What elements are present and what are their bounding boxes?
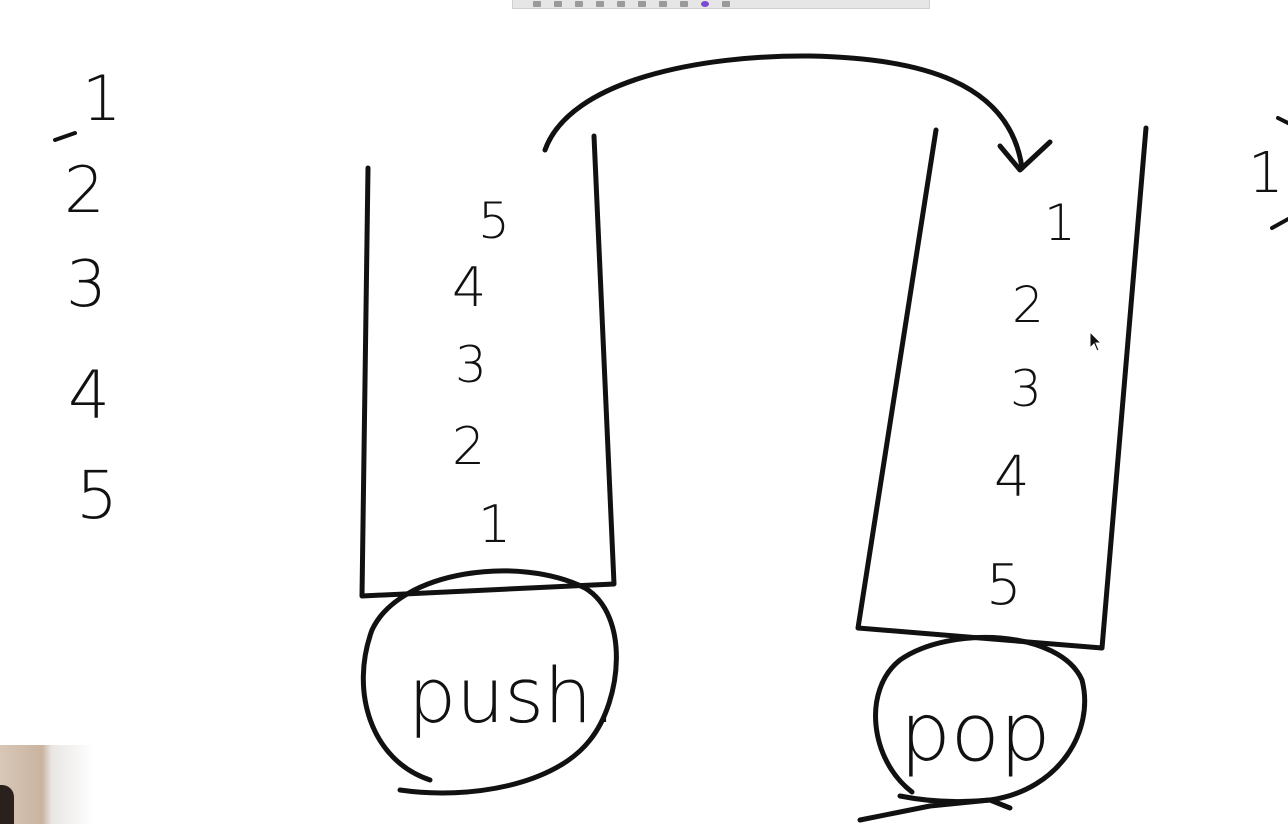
select-tool-icon[interactable] bbox=[617, 1, 625, 7]
eraser-tool-icon[interactable] bbox=[554, 1, 562, 7]
input-item-5: 5 bbox=[76, 457, 118, 534]
partial-right-digit: 1 bbox=[1248, 141, 1284, 206]
partial-right-mark: 1 bbox=[1248, 116, 1288, 230]
settings-icon[interactable] bbox=[722, 1, 730, 7]
input-item-4: 4 bbox=[68, 357, 110, 434]
push-stack-item: 3 bbox=[455, 336, 487, 394]
webcam-thumbnail[interactable] bbox=[0, 745, 94, 824]
separator-tick bbox=[53, 131, 77, 142]
pop-label: pop bbox=[900, 686, 1051, 779]
whiteboard-toolbar bbox=[512, 0, 930, 9]
push-stack-item: 4 bbox=[452, 256, 486, 319]
input-item-3: 3 bbox=[66, 248, 107, 322]
push-stack: 5 4 3 2 1 push. bbox=[359, 133, 619, 796]
text-tool-icon[interactable] bbox=[596, 1, 604, 7]
transfer-arrow bbox=[542, 53, 1053, 173]
pop-stack-item: 1 bbox=[1044, 194, 1076, 252]
pop-stack-item: 5 bbox=[986, 553, 1022, 618]
color-picker-icon[interactable] bbox=[701, 1, 709, 7]
arrowhead-icon bbox=[997, 139, 1053, 173]
push-stack-item: 1 bbox=[478, 495, 511, 555]
pop-stack: 1 2 3 4 5 pop bbox=[855, 125, 1149, 823]
presenter-silhouette bbox=[0, 785, 14, 824]
push-stack-outline bbox=[359, 133, 617, 599]
input-item-1: 1 bbox=[82, 62, 121, 135]
clear-icon[interactable] bbox=[680, 1, 688, 7]
pop-label-underline bbox=[857, 797, 1013, 823]
pen-tool-icon[interactable] bbox=[533, 1, 541, 7]
push-stack-item: 5 bbox=[478, 192, 510, 250]
partial-right-stroke bbox=[1276, 116, 1288, 126]
input-sequence: 1 2 3 4 5 bbox=[53, 62, 121, 534]
push-label: push. bbox=[408, 651, 616, 740]
transfer-arrow-curve bbox=[542, 53, 1025, 171]
pop-stack-item: 3 bbox=[1010, 360, 1042, 418]
undo-icon[interactable] bbox=[638, 1, 646, 7]
push-label-circle bbox=[360, 568, 619, 796]
partial-right-stroke bbox=[1270, 216, 1288, 230]
mouse-cursor-icon bbox=[1089, 331, 1103, 352]
pop-stack-item: 2 bbox=[1012, 276, 1044, 334]
pop-stack-item: 4 bbox=[994, 445, 1030, 510]
input-item-2: 2 bbox=[64, 154, 105, 228]
shape-tool-icon[interactable] bbox=[575, 1, 583, 7]
redo-icon[interactable] bbox=[659, 1, 667, 7]
push-stack-item: 2 bbox=[452, 417, 485, 477]
